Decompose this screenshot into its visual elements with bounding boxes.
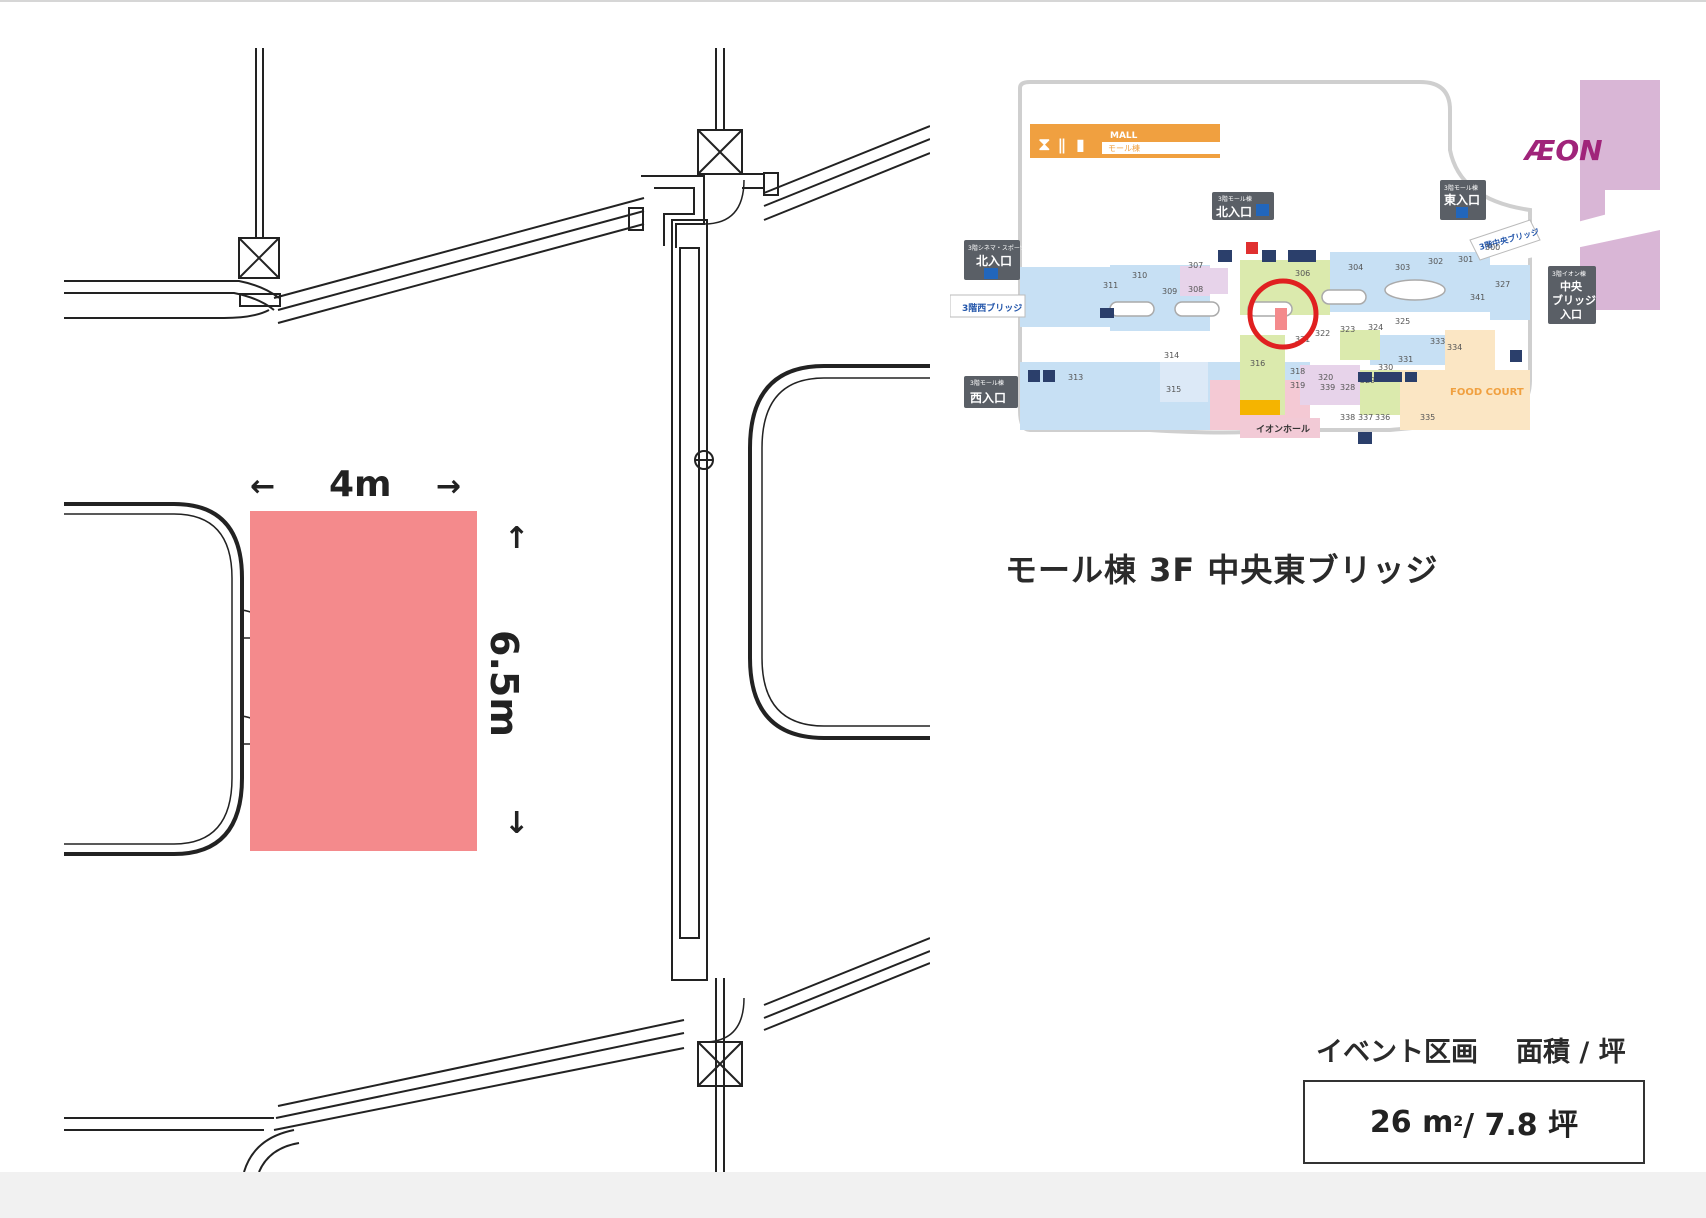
shop-number-319: 319: [1290, 381, 1305, 390]
shop-number-333: 333: [1430, 337, 1445, 346]
shop-number-331: 331: [1398, 355, 1413, 364]
legend-sub: モール棟: [1108, 143, 1140, 153]
entrance-central-bridge: 3階イオン棟 中央 ブリッジ 入口: [1548, 266, 1596, 324]
shop-number-306: 306: [1295, 269, 1310, 278]
shop-number-335: 335: [1420, 413, 1435, 422]
width-label: 4m: [329, 464, 392, 505]
shop-number-330: 330: [1378, 363, 1393, 372]
food-court-area: [1400, 370, 1530, 430]
book-icon: ▮: [1076, 135, 1085, 154]
legend-title: MALL: [1110, 131, 1138, 141]
shop-number-338: 338: [1340, 413, 1355, 422]
event-location-marker: [1275, 308, 1287, 330]
area-title-right: 面積 / 坪: [1516, 1037, 1626, 1068]
column-top-left: [238, 48, 280, 279]
svg-text:3階モール棟: 3階モール棟: [1218, 195, 1252, 203]
bottom-band: [0, 1172, 1706, 1218]
shop-number-337: 337: [1358, 413, 1373, 422]
svg-text:東入口: 東入口: [1444, 192, 1480, 207]
entrance-north-sports: 3階シネマ・スポーツ棟 北入口: [964, 240, 1032, 280]
west-bridge-label: 3階西ブリッジ: [962, 302, 1022, 314]
shop-number-308: 308: [1188, 285, 1203, 294]
shop-number-318: 318: [1290, 367, 1305, 376]
shop-number-323: 323: [1340, 325, 1355, 334]
arrow-down-icon: ↓: [504, 806, 529, 841]
shop-number-302: 302: [1428, 257, 1443, 266]
shop-number-303: 303: [1395, 263, 1410, 272]
shop-number-labels: 300 301 302 303 304 306 307 308 309 310 311 313 314 3…: [1068, 243, 1510, 422]
shop-number-311: 311: [1103, 281, 1118, 290]
aeon-hall: [1240, 418, 1320, 438]
column-bottom: [697, 997, 745, 1087]
column-top-right: [697, 48, 743, 175]
entrance-west: 3階モール棟 西入口: [964, 376, 1018, 408]
shop-number-336: 336: [1375, 413, 1390, 422]
svg-text:3階モール棟: 3階モール棟: [1444, 184, 1478, 192]
food-court-label: FOOD COURT: [1450, 387, 1524, 398]
area-title: イベント区画 面積 / 坪: [1316, 1030, 1626, 1069]
shop-number-313: 313: [1068, 373, 1083, 382]
svg-text:中央: 中央: [1560, 279, 1583, 293]
aeon-hall-label: イオンホール: [1256, 424, 1310, 435]
area-value-tsubo: / 7.8 坪: [1463, 1108, 1579, 1143]
svg-text:北入口: 北入口: [1216, 204, 1252, 219]
arrow-right-icon: →: [436, 469, 461, 504]
shop-number-300: 300: [1485, 243, 1500, 252]
shop-number-339: 339: [1320, 383, 1335, 392]
svg-text:3階シネマ・スポーツ棟: 3階シネマ・スポーツ棟: [968, 244, 1032, 252]
height-label: 6.5m: [482, 630, 526, 737]
shop-number-327: 327: [1495, 280, 1510, 289]
event-booth: [250, 511, 477, 851]
entrance-east: 3階モール棟 東入口: [1440, 180, 1486, 220]
svg-text:入口: 入口: [1560, 308, 1582, 321]
lower-wall: [64, 937, 930, 1172]
svg-text:北入口: 北入口: [976, 253, 1012, 268]
aeon-logo: ÆON: [1522, 134, 1603, 167]
shop-number-334: 334: [1447, 343, 1462, 352]
shop-number-307: 307: [1188, 261, 1203, 270]
area-value-number: 26 m: [1369, 1104, 1454, 1140]
shop-number-328: 328: [1340, 383, 1355, 392]
central-duct: [671, 219, 725, 1172]
shop-number-316: 316: [1250, 359, 1265, 368]
location-caption: モール棟 3F 中央東ブリッジ: [1005, 551, 1439, 589]
area-title-left: イベント区画: [1316, 1037, 1478, 1068]
shop-number-322: 322: [1315, 329, 1330, 338]
shop-number-324: 324: [1368, 323, 1383, 332]
svg-text:3階イオン棟: 3階イオン棟: [1552, 270, 1586, 278]
right-pod: [748, 364, 930, 740]
shop-number-304: 304: [1348, 263, 1363, 272]
shop-number-310: 310: [1132, 271, 1147, 280]
entrance-north-mall: 3階モール棟 北入口: [1212, 192, 1274, 220]
shop-number-325: 325: [1395, 317, 1410, 326]
shop-number-309: 309: [1162, 287, 1177, 296]
shop-number-341: 341: [1470, 293, 1485, 302]
mall-map: 3階西ブリッジ 3階中央ブリッジ MALL モール棟 ⧗ ǁ ▮ ÆON 3階シ…: [950, 80, 1660, 444]
upper-wall: [64, 125, 930, 324]
shop-number-301: 301: [1458, 255, 1473, 264]
facility-icons: [1028, 242, 1522, 444]
area-unit-superscript: 2: [1453, 1114, 1464, 1130]
cutlery-icon: ǁ: [1058, 135, 1066, 154]
arrow-left-icon: ←: [250, 469, 275, 504]
highlight-circle: [1247, 278, 1319, 350]
svg-text:3階モール棟: 3階モール棟: [970, 379, 1004, 387]
shop-number-320: 320: [1318, 373, 1333, 382]
svg-text:ブリッジ: ブリッジ: [1552, 293, 1596, 307]
shop-number-314: 314: [1164, 351, 1179, 360]
arrow-up-icon: ↑: [504, 521, 529, 556]
floor-plan: ← 4m → ↑ ↓ 6.5m: [64, 48, 930, 1172]
left-pod: [64, 502, 269, 856]
orange-block: [1240, 400, 1280, 415]
dress-icon: ⧗: [1038, 134, 1051, 155]
svg-text:西入口: 西入口: [970, 391, 1006, 405]
shop-number-315: 315: [1166, 385, 1181, 394]
